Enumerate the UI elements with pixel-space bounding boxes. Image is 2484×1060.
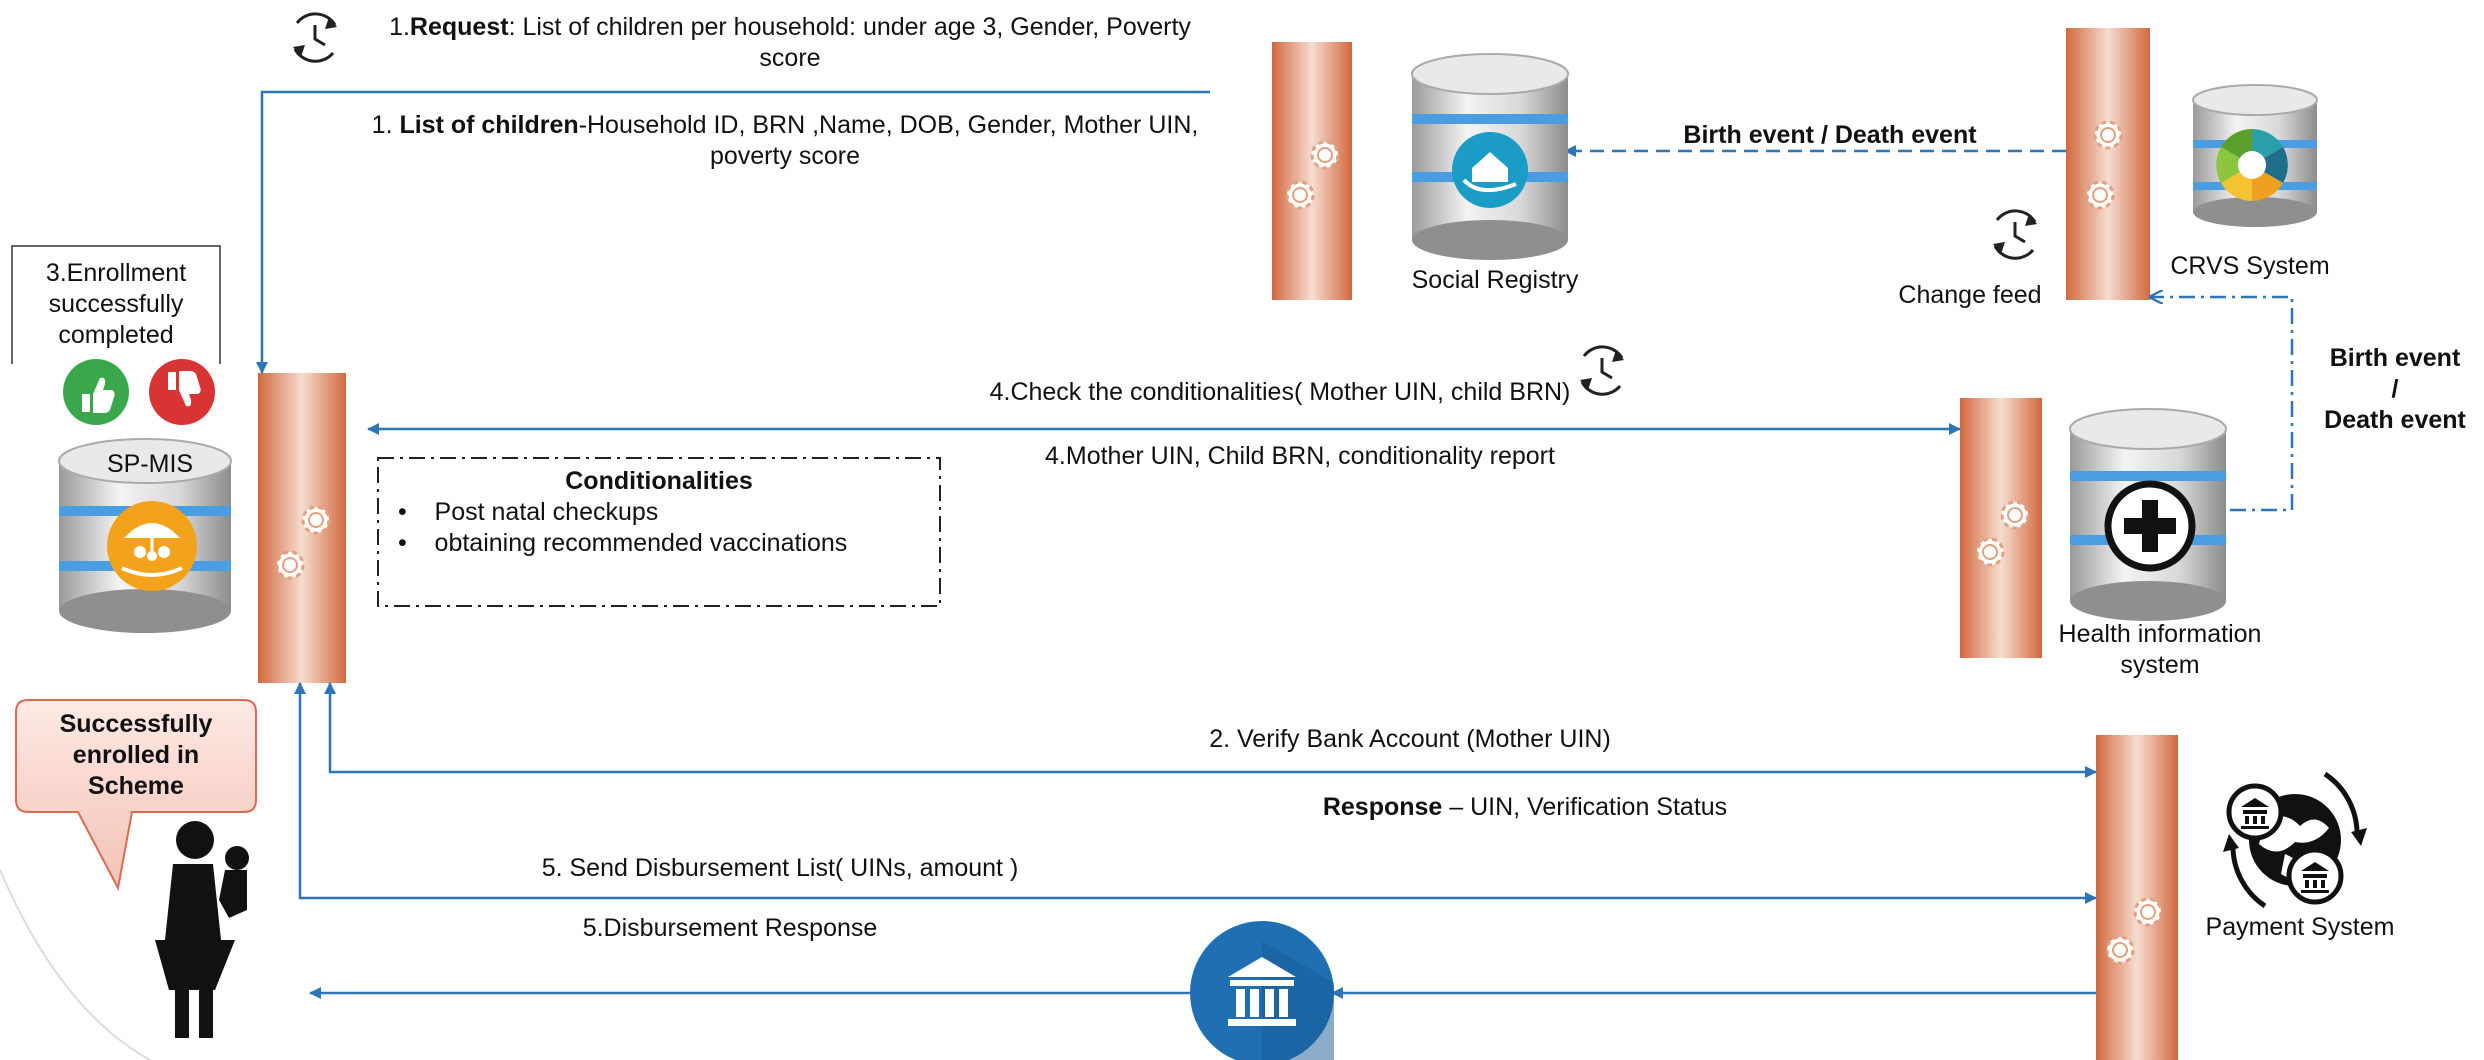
conditionalities-title: Conditionalities [565, 467, 753, 495]
birth-death-side-line1: Birth event [2329, 344, 2461, 372]
social-registry-label: Social Registry [1411, 266, 1579, 294]
enrollment-note: 3.Enrollment successfully completed [14, 258, 218, 351]
response-step-label: Response – UIN, Verification Status [1200, 792, 1850, 823]
verify-step-label: 2. Verify Bank Account (Mother UIN) [1209, 725, 1611, 753]
list-step-text-line2: poverty score [709, 142, 861, 170]
globe-payment-icon [2223, 771, 2367, 909]
disbursement-list-label: 5. Send Disbursement List( UINs, amount … [541, 854, 1019, 882]
conditionality-item-text: obtaining recommended vaccinations [434, 529, 848, 557]
list-step-keyword: List of children [399, 111, 579, 139]
birth-death-side-line2: / [2391, 375, 2399, 403]
crvs-label: CRVS System [2170, 252, 2330, 280]
house-hands-icon [1452, 132, 1528, 208]
clock-icon [1580, 345, 1624, 396]
sp-mis-label: SP-MIS [106, 450, 194, 478]
disbursement-response-label: 5.Disbursement Response [582, 914, 878, 942]
check-step-label: 4.Check the conditionalities( Mother UIN… [989, 378, 1571, 406]
payment-column [2096, 735, 2178, 1060]
list-step-text: -Household ID, BRN ,Name, DOB, Gender, M… [578, 111, 1199, 139]
enrollment-note-line2: successfully [48, 290, 184, 318]
health-column [1960, 398, 2042, 658]
crvs-wheel-icon [2216, 129, 2288, 201]
disbursement-arrow [294, 682, 2097, 904]
conditionalities-box [377, 457, 941, 607]
health-system-line1: Health information [2058, 620, 2262, 648]
sp-mis-column [258, 373, 346, 683]
conditionality-item-text: Post natal checkups [434, 498, 659, 526]
social-registry-column [1272, 42, 1352, 300]
background-curve [0, 869, 151, 1060]
request-step-text: : List of children per household: under … [508, 13, 1191, 41]
request-step-keyword: Request [409, 13, 509, 41]
clock-icon [293, 12, 337, 63]
callout-line3: Scheme [88, 772, 184, 800]
request-arrow [256, 90, 1210, 374]
thumbs-up-icon [63, 359, 129, 425]
health-system-line2: system [2120, 651, 2200, 679]
callout-line1: Successfully [59, 710, 213, 738]
thumbs-down-icon [149, 359, 215, 425]
medical-cross-icon [2104, 480, 2196, 572]
birth-death-arrow-side [2150, 297, 2294, 512]
response-step-keyword: Response [1322, 793, 1443, 821]
clock-icon [1993, 209, 2037, 260]
response-step-text: – UIN, Verification Status [1442, 793, 1728, 821]
birth-death-side-line3: Death event [2324, 406, 2466, 434]
crvs-column [2066, 28, 2150, 300]
enrollment-note-line3: completed [58, 321, 174, 349]
request-step-number: 1. [389, 13, 410, 41]
callout-text: Successfully enrolled in Scheme [18, 709, 254, 802]
list-step-number: 1. [371, 111, 400, 139]
conditionalities-content: Conditionalities • Post natal checkups •… [378, 466, 940, 559]
request-step-label: 1.Request: List of children per househol… [340, 12, 1240, 74]
enrollment-note-line1: 3.Enrollment [45, 259, 187, 287]
bank-icon [1190, 921, 1334, 1060]
success-callout [15, 699, 257, 892]
enrollment-note-box [11, 245, 221, 364]
callout-line2: enrolled in [72, 741, 200, 769]
change-feed-label: Change feed [1898, 281, 2042, 309]
request-step-text-line2: score [759, 44, 821, 72]
health-system-label: Health information system [2020, 619, 2300, 681]
birth-death-side-label: Birth event / Death event [2310, 343, 2480, 436]
report-step-label: 4.Mother UIN, Child BRN, conditionality … [1045, 442, 1555, 470]
birth-death-top-label: Birth event / Death event [1683, 121, 1977, 149]
conditionality-item: • obtaining recommended vaccinations [398, 529, 848, 557]
payment-system-label: Payment System [2205, 913, 2395, 941]
family-umbrella-icon [107, 501, 197, 591]
conditionality-item: • Post natal checkups [398, 498, 659, 526]
list-step-label: 1. List of children-Household ID, BRN ,N… [320, 110, 1250, 172]
mother-child-icon [155, 821, 249, 1038]
